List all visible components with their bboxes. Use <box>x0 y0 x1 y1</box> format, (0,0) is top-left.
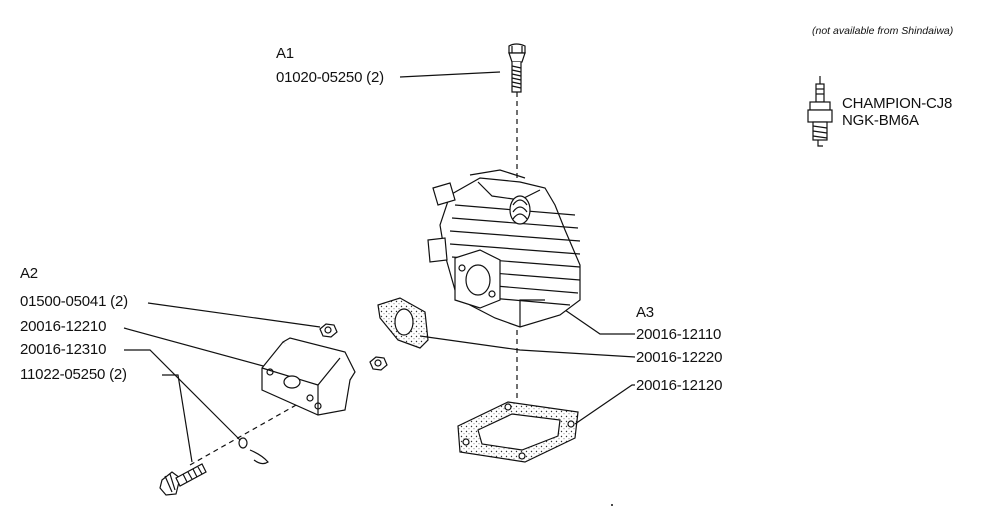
base-gasket <box>457 401 579 463</box>
part-number-a2-insulator: 20016-12210 <box>20 318 107 335</box>
small-marks <box>611 504 613 506</box>
retaining-clip <box>238 437 269 465</box>
assembly-axis-lines <box>189 92 518 466</box>
nut-upper <box>319 323 338 338</box>
group-title-a1: A1 <box>276 45 294 62</box>
group-title-a2: A2 <box>20 265 38 282</box>
part-number-a1-bolt: 01020-05250 (2) <box>276 69 384 86</box>
part-number-a3-base-gasket: 20016-12120 <box>636 377 723 394</box>
spark-plug-label-champion: CHAMPION-CJ8 <box>842 95 953 112</box>
part-number-a2-clip: 20016-12310 <box>20 341 107 358</box>
cylinder <box>427 169 581 328</box>
nut-lower <box>369 356 388 371</box>
intake-gasket <box>377 297 429 349</box>
bolt-a1 <box>508 43 526 93</box>
insulator <box>261 337 356 416</box>
part-number-a2-screw: 11022-05250 (2) <box>20 366 127 383</box>
part-number-a2-nut: 01500-05041 (2) <box>20 293 128 310</box>
screw <box>159 463 207 496</box>
leader-lines <box>123 71 636 463</box>
part-number-a3-cylinder: 20016-12110 <box>636 326 722 343</box>
part-number-a3-intake-gasket: 20016-12220 <box>636 349 723 366</box>
spark-plug-label-ngk: NGK-BM6A <box>842 112 919 129</box>
availability-note: (not available from Shindaiwa) <box>812 25 954 37</box>
spark-plug-icon <box>807 76 833 147</box>
group-title-a3: A3 <box>636 304 654 321</box>
